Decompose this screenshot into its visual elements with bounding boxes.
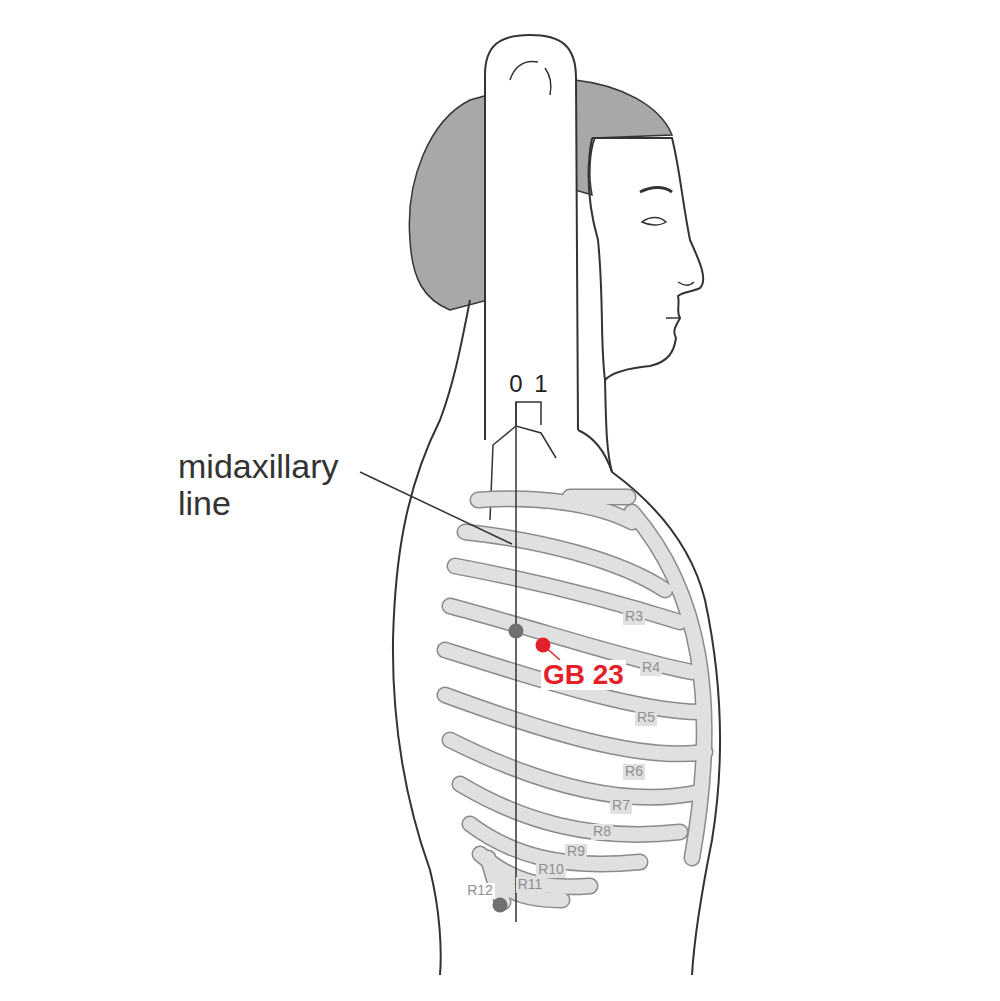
rib-label: R3 — [623, 609, 645, 624]
scale-number: 1 — [534, 371, 547, 397]
rib-label: R6 — [623, 764, 645, 779]
rib-label: R12 — [465, 883, 495, 898]
rib-label: R8 — [591, 824, 613, 839]
rib-label: R10 — [536, 862, 566, 877]
line-label: midaxillary line — [178, 448, 368, 523]
rib-label: R4 — [640, 660, 662, 675]
rib-label: R9 — [565, 844, 587, 859]
rib-label: R11 — [516, 877, 545, 892]
scale-number: 0 — [509, 371, 522, 397]
rib-label: R5 — [635, 710, 657, 725]
rib-label: R7 — [610, 798, 632, 813]
point-label: GB 23 — [541, 660, 626, 691]
